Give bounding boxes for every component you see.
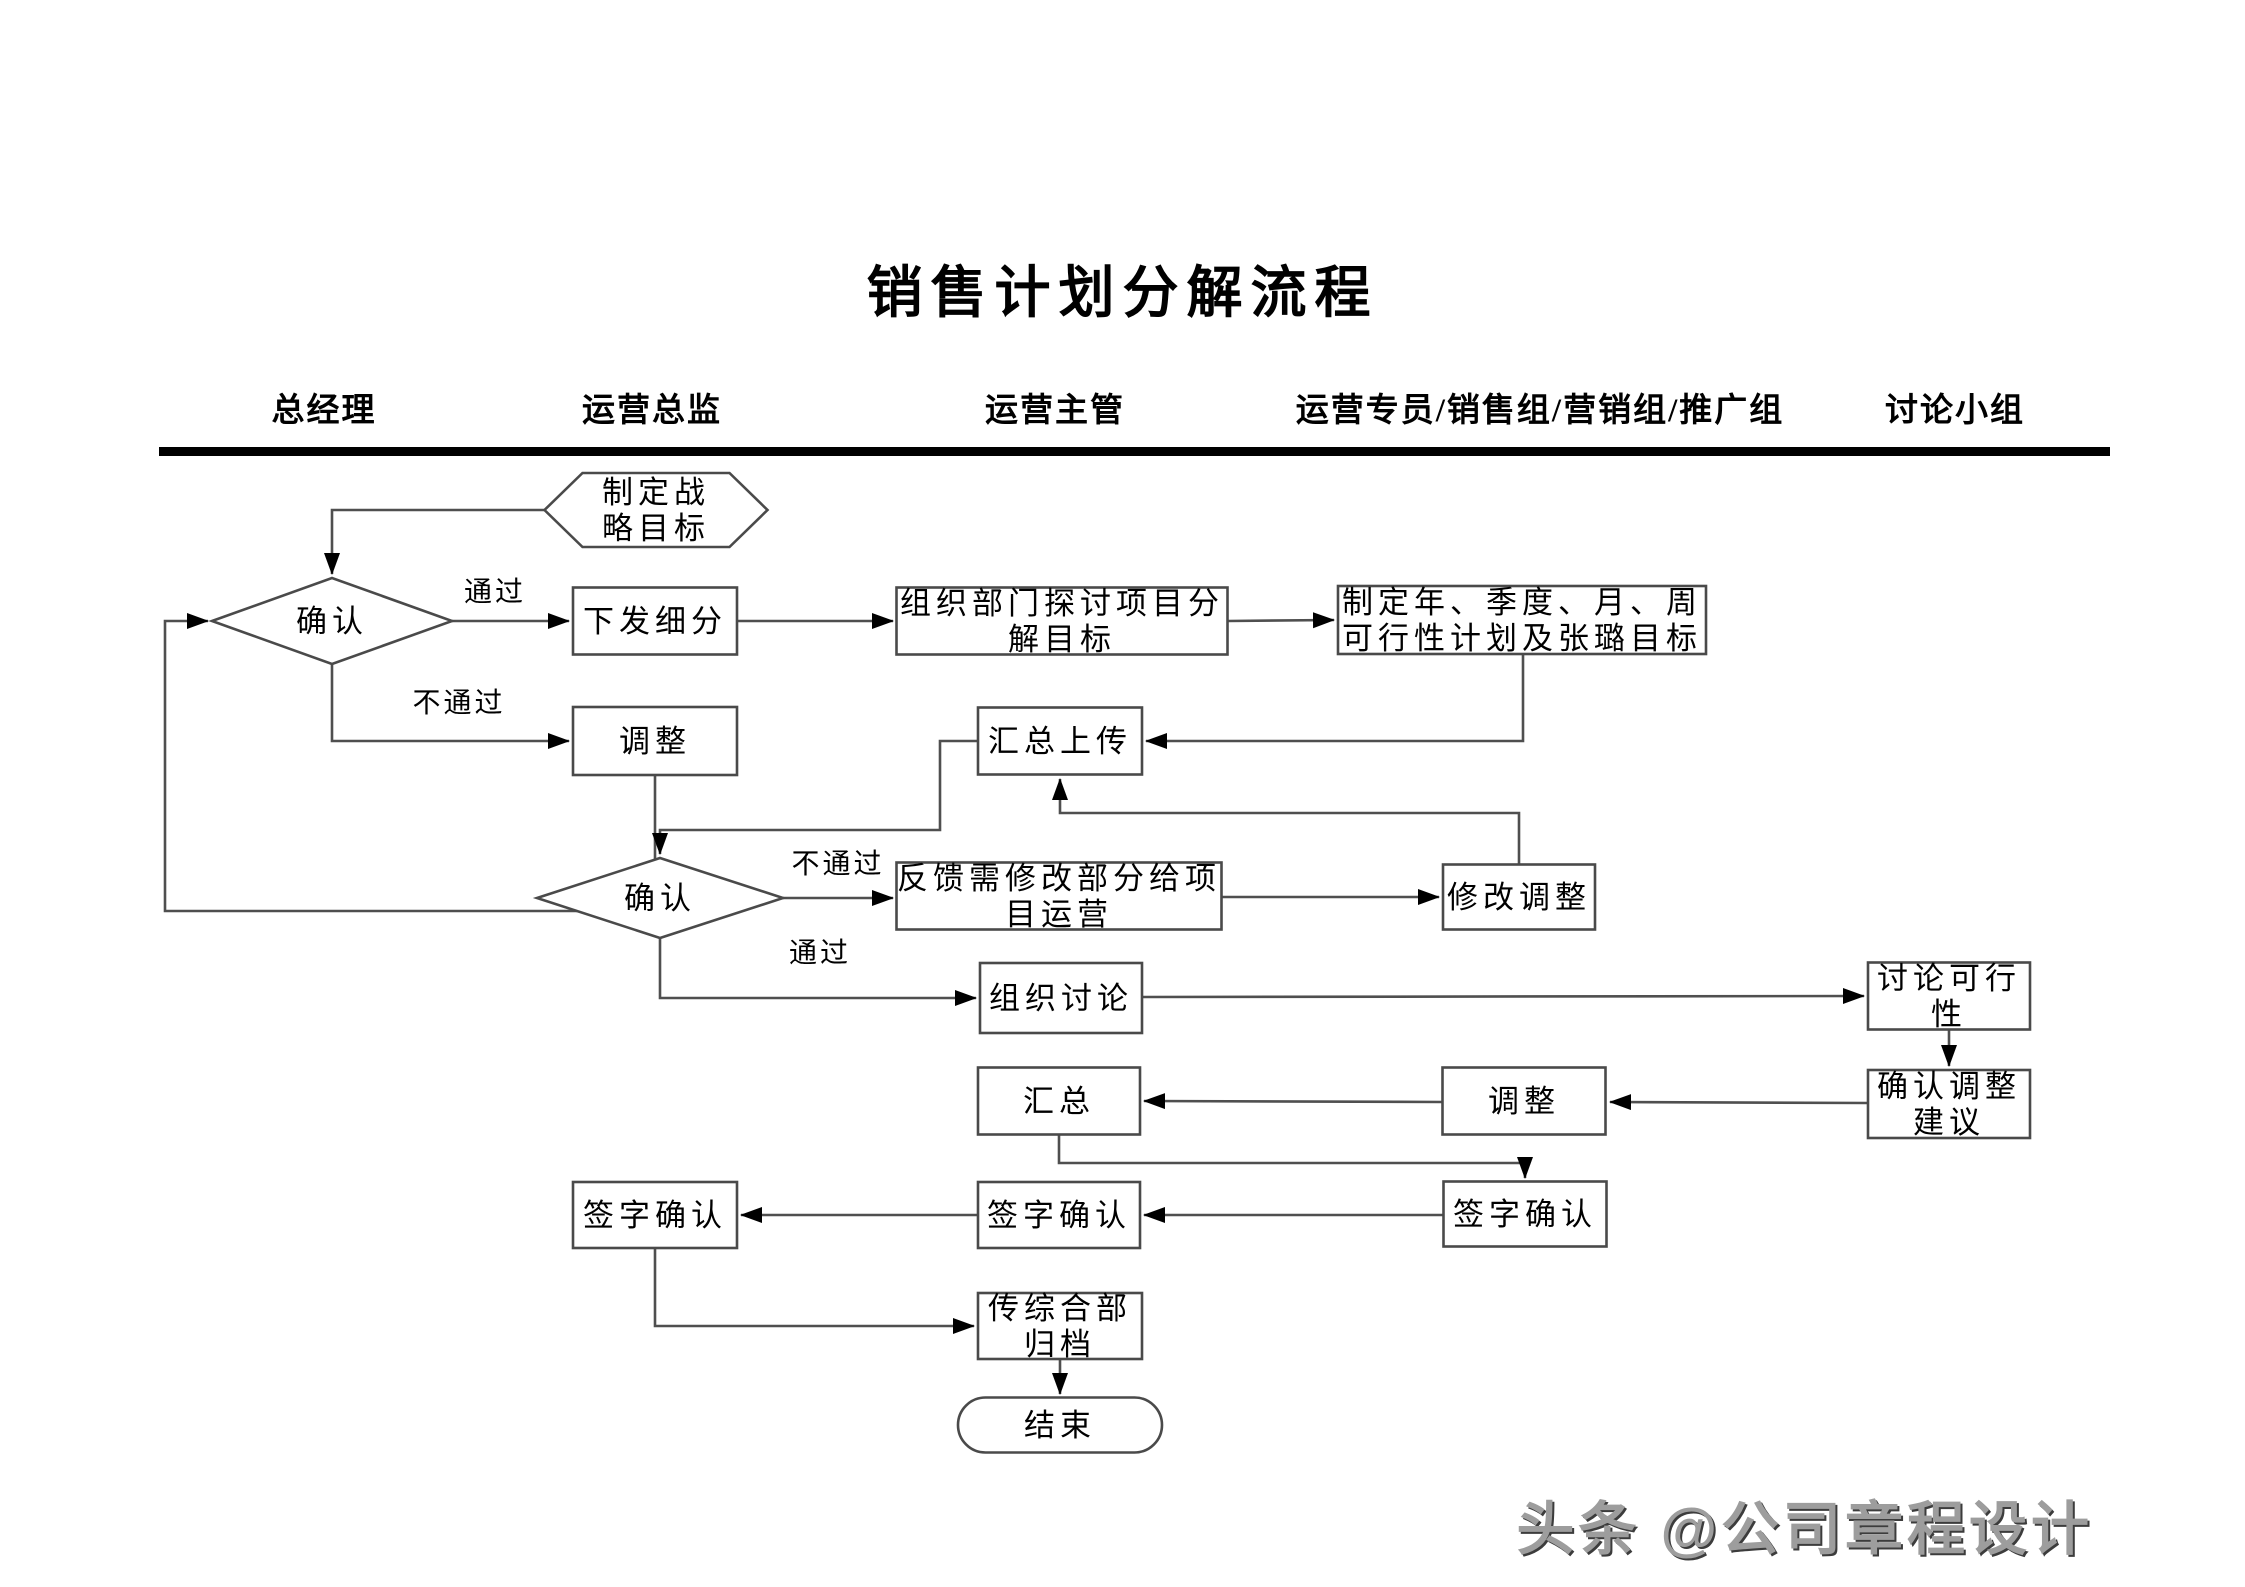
modify-adjust-box: 修改调整 — [1441, 863, 1597, 931]
edge-sign1-to-archive — [653, 1248, 975, 1334]
sign-confirm-box-supervisor: 签字确认 — [976, 1180, 1142, 1250]
discuss-feasibility-box: 讨论可行性 — [1866, 961, 2032, 1032]
summarize-box: 汇总 — [976, 1066, 1142, 1136]
edge-confirm2-to-organize: 通过 — [658, 937, 977, 1006]
svg-text:下发细分: 下发细分 — [583, 604, 727, 639]
sign-confirm-box-director: 签字确认 — [571, 1180, 739, 1250]
feedback-modify-box: 反馈需修改部分给项目运营 — [895, 861, 1223, 932]
archive-box: 传综合部归档 — [976, 1291, 1144, 1362]
svg-text:反馈需修改部分给项目运营: 反馈需修改部分给项目运营 — [897, 861, 1221, 932]
svg-text:组织讨论: 组织讨论 — [989, 981, 1133, 1016]
svg-text:制定年、季度、月、周可行性计划及张璐目标: 制定年、季度、月、周可行性计划及张璐目标 — [1342, 585, 1702, 656]
org-dept-discuss-box: 组织部门探讨项目分解目标 — [895, 586, 1229, 657]
svg-text:签字确认: 签字确认 — [1453, 1197, 1597, 1232]
svg-text:签字确认: 签字确认 — [583, 1198, 727, 1233]
edge-confirm1-to-issue: 通过 — [452, 576, 570, 629]
page-title: 销售计划分解流程 — [866, 263, 1379, 325]
svg-text:传综合部归档: 传综合部归档 — [988, 1291, 1132, 1362]
edge-summary-to-sign3 — [1057, 1135, 1533, 1179]
svg-text:制定战略目标: 制定战略目标 — [602, 475, 710, 546]
svg-text:调整: 调整 — [619, 724, 691, 759]
adjust-box-1: 调整 — [571, 705, 739, 777]
lane-header-3: 运营主管 — [985, 393, 1125, 429]
edge-confirmadj-to-adjust2 — [1609, 1094, 1869, 1111]
svg-text:调整: 调整 — [1488, 1084, 1560, 1119]
edge-confirm1-to-adjust1: 不通过 — [330, 664, 570, 749]
edge-orgdiscuss-to-plan — [1227, 612, 1335, 629]
svg-text:确认: 确认 — [296, 604, 368, 639]
organize-discussion-box: 组织讨论 — [978, 961, 1144, 1035]
make-period-plans-box: 制定年、季度、月、周可行性计划及张璐目标 — [1336, 585, 1708, 656]
strategic-goal-hexagon: 制定战略目标 — [542, 471, 770, 549]
end-stadium: 结束 — [956, 1396, 1164, 1454]
svg-text:确认调整建议: 确认调整建议 — [1877, 1069, 2021, 1140]
svg-text:通过: 通过 — [789, 937, 851, 969]
edge-confirm2-to-feedback: 不通过 — [783, 848, 894, 906]
watermark-text: 头条 @公司章程设计 — [1516, 1497, 2093, 1562]
lane-header-1: 总经理 — [271, 393, 377, 429]
svg-text:汇总上传: 汇总上传 — [988, 724, 1132, 759]
edge-plan-to-upload — [1145, 654, 1525, 749]
svg-text:讨论可行性: 讨论可行性 — [1877, 961, 2021, 1032]
lane-header-4: 运营专员/销售组/营销组/推广组 — [1295, 393, 1785, 429]
edge-adjust2-to-summary — [1143, 1093, 1444, 1110]
lane-header-5: 讨论小组 — [1885, 393, 2025, 429]
edge-modify-to-upload — [1052, 778, 1521, 865]
confirm-diamond-2: 确认 — [532, 856, 788, 940]
issue-subdivision-box: 下发细分 — [571, 586, 739, 656]
sign-confirm-box-specialist: 签字确认 — [1442, 1180, 1608, 1248]
edge-organize-to-feasibility — [1141, 988, 1865, 1005]
lane-header-2: 运营总监 — [582, 393, 722, 429]
svg-text:结束: 结束 — [1024, 1408, 1096, 1443]
summarize-upload-box: 汇总上传 — [976, 706, 1144, 776]
svg-text:不通过: 不通过 — [791, 848, 884, 880]
svg-text:组织部门探讨项目分解目标: 组织部门探讨项目分解目标 — [900, 586, 1224, 657]
lane-separator-line — [159, 447, 2110, 456]
svg-text:确认: 确认 — [624, 881, 696, 916]
confirm-diamond-1: 确认 — [208, 576, 456, 666]
svg-text:汇总: 汇总 — [1023, 1084, 1095, 1119]
edge-strategy-to-confirm1 — [324, 508, 545, 575]
svg-text:签字确认: 签字确认 — [987, 1198, 1131, 1233]
edge-upload-to-confirm2 — [652, 739, 978, 855]
confirm-adjust-suggestion-box: 确认调整建议 — [1866, 1069, 2032, 1140]
svg-text:不通过: 不通过 — [412, 687, 505, 719]
svg-text:通过: 通过 — [464, 576, 526, 608]
adjust-box-2: 调整 — [1441, 1066, 1607, 1136]
svg-text:修改调整: 修改调整 — [1447, 880, 1591, 915]
